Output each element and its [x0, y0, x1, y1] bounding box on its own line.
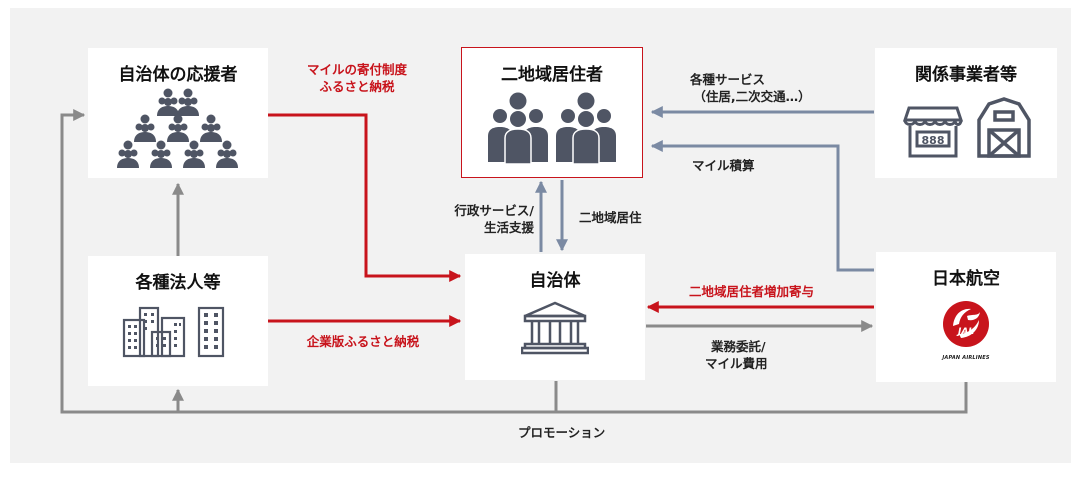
- label-dual-residence: 二地域居住: [579, 210, 642, 225]
- node-title: 二地域居住者: [501, 65, 603, 85]
- node-jal: 日本航空 JAL JAPAN AIRLINES: [876, 252, 1056, 382]
- label-line: 各種サービス: [690, 72, 766, 87]
- label-line: マイル費用: [705, 356, 768, 371]
- jal-crane-logo: JAL: [943, 301, 989, 347]
- node-corporations: 各種法人等: [88, 256, 268, 386]
- arrow-supporters-to-municipality: [268, 113, 462, 282]
- node-title: 各種法人等: [135, 273, 221, 293]
- node-supporters: 自治体の応援者: [88, 48, 268, 178]
- node-dual-residents: 二地域居住者: [461, 47, 643, 178]
- shop-icon: 888: [903, 106, 963, 158]
- label-mile-donation: マイルの寄付制度 ふるさと納税: [282, 61, 432, 95]
- node-municipality: 自治体: [465, 254, 645, 380]
- government-building-icon: [521, 301, 589, 355]
- label-outsourcing: 業務委託/ マイル費用: [705, 338, 768, 372]
- label-promotion: プロモーション: [518, 425, 606, 440]
- node-title: 関係事業者等: [915, 65, 1017, 85]
- label-line: 業務委託/: [711, 339, 766, 354]
- label-increase-contribution: 二地域居住者増加寄与: [689, 284, 815, 299]
- node-title: 自治体の応援者: [118, 65, 238, 85]
- group-icon: [488, 92, 616, 165]
- label-line: ふるさと納税: [319, 79, 395, 94]
- label-line: 生活支援: [483, 220, 534, 235]
- label-corporate-furusato: 企業版ふるさと納税: [306, 334, 420, 349]
- label-mile-settlement: マイル積算: [692, 158, 755, 173]
- svg-text:888: 888: [922, 134, 945, 147]
- node-businesses: 関係事業者等 888: [875, 48, 1057, 178]
- jal-logo-subtext: JAPAN AIRLINES: [942, 355, 990, 361]
- office-buildings-icon: [122, 306, 186, 358]
- promotion-loop-line: [60, 109, 968, 414]
- node-title: 日本航空: [932, 269, 1000, 289]
- label-services: 各種サービス （住居,二次交通…）: [672, 71, 832, 105]
- label-line: マイルの寄付制度: [306, 62, 407, 77]
- label-admin-services: 行政サービス/ 生活支援: [430, 202, 534, 236]
- barn-icon: [977, 97, 1031, 158]
- label-line: （住居,二次交通…）: [693, 89, 811, 104]
- tower-building-icon: [197, 306, 225, 358]
- arrow-jal-to-residents: [650, 140, 874, 272]
- node-title: 自治体: [529, 271, 581, 291]
- jal-logo-text: JAL: [956, 327, 974, 337]
- crowd-icon: [117, 88, 238, 168]
- label-line: 行政サービス/: [454, 203, 534, 218]
